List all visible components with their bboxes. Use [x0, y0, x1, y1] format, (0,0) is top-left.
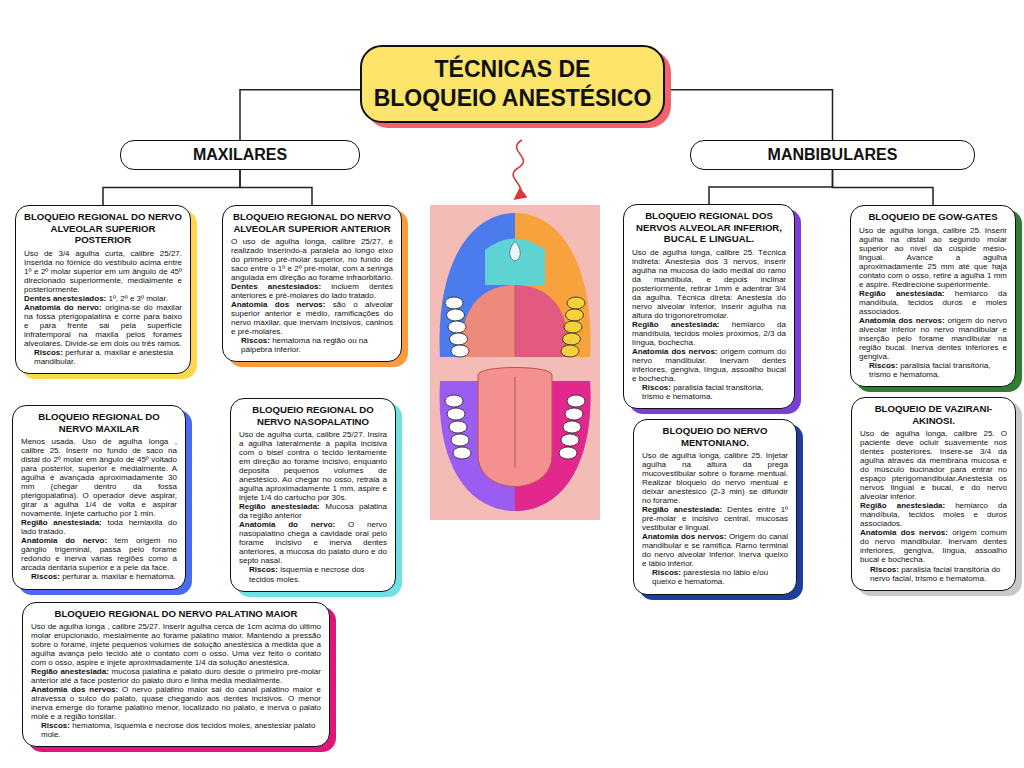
tooth [450, 333, 468, 345]
body-text: Riscos: hematoma, isquemia e necrose dos… [31, 721, 321, 739]
body-text: Uso de 3/4 agulha curta, calibre 25/27. … [24, 249, 182, 294]
body-text: Anatomia do nervo: O nervo nasopalatino … [239, 520, 387, 565]
tooth [451, 434, 469, 446]
technique-card: BLOQUEIO REGIONAL DO NERVO ALVEOLAR SUPE… [222, 205, 402, 362]
body-text: Anatomia dos nervos: Origem do canal man… [642, 532, 788, 568]
body-text: Riscos: perfurar a. maxilar e anestesia … [24, 348, 182, 366]
body-text: Uso de agulha longa, calibre 25. Injetar… [642, 451, 788, 505]
body-text: Uso de agulha longa , calibre 25/27. Ins… [31, 622, 321, 667]
tooth [563, 333, 581, 345]
body-text: Anatomia dos nervos: O nervo palatino ma… [31, 685, 321, 721]
body-text: Dentes anestesiados: incluem dentes ante… [231, 282, 393, 300]
body-text: Riscos: paralisia facial transitória, tr… [859, 361, 1007, 379]
tooth [566, 309, 584, 321]
tooth [561, 345, 579, 357]
body-text: Região anestesiada: hemiarco da mandíbul… [859, 289, 1007, 316]
heading-text: TÉCNICAS DE BLOQUEIO ANESTÉSICO [372, 55, 653, 113]
technique-card: BLOQUEIO REGIONAL DO NERVO PALATINO MAIO… [22, 602, 330, 748]
body-text: Riscos: paralisia facial transitória do … [860, 565, 1007, 583]
body-text: Região anestesiada: hemiarco da mandíbul… [632, 320, 786, 347]
technique-card: BLOQUEIO DO NERVO MENTONIANO. Uso de agul… [633, 419, 797, 594]
tooth [448, 321, 466, 333]
tooth [447, 309, 465, 321]
body-text: Riscos: perfurar a. maxilar e hematoma. [21, 572, 177, 581]
body-text: Dentes anestesiados: 1º, 2º e 3º molar. [24, 294, 182, 303]
heading-text: MAXILARES [126, 146, 354, 164]
tooth [445, 297, 463, 309]
body-text: Menos usada. Uso de agulha longa , calib… [21, 437, 177, 518]
heading-text: BLOQUEIO DE GOW-GATES [859, 211, 1007, 223]
heading-text: BLOQUEIO REGIONAL DOS NERVOS ALVEOLAR IN… [632, 210, 786, 245]
tooth [453, 447, 471, 459]
heading-text: BLOQUEIO DE VAZIRANI-AKINOSI. [860, 403, 1007, 426]
connector-line [240, 170, 312, 205]
category-box: MANBIBULARES [690, 140, 975, 170]
heading-text: MANBIBULARES [696, 146, 969, 164]
body-text: Anatomia dos nervos: são o alveolar supe… [231, 300, 393, 336]
body-text: Uso de agulha longa, calibre 25. O pacie… [860, 429, 1007, 501]
body-text: Região anestesiada: hemiarco da mandíbul… [860, 501, 1007, 528]
body-text: Anatomia dos nervos: origem comum do ner… [632, 347, 786, 383]
heading-text: BLOQUEIO REGIONAL DO NERVO ALVEOLAR SUPE… [24, 211, 182, 246]
tooth [451, 345, 469, 357]
body-text: Uso de agulha longa, calibre 25. Inserir… [859, 226, 1007, 289]
tooth [559, 447, 577, 459]
body-text: Riscos: paralisia facial transitória, tr… [632, 383, 786, 401]
body-text: Riscos: isquemia e necrose dos tecidos m… [239, 565, 387, 583]
tooth [447, 408, 465, 420]
tooth [445, 395, 463, 407]
body-text: Região anestesiada: mucosa palatina e pa… [31, 667, 321, 685]
technique-card: BLOQUEIO REGIONAL DO NERVO MAXILAR Menos … [12, 405, 186, 590]
body-text: Uso de agulha curta, calibre 25/27. Insi… [239, 430, 387, 502]
heading-text: BLOQUEIO REGIONAL DO NERVO MAXILAR [21, 411, 177, 434]
technique-card: BLOQUEIO REGIONAL DO NERVO NASOPALATINO U… [230, 398, 396, 592]
connector-line [665, 90, 833, 140]
tooth [565, 408, 583, 420]
mouth-illustration [430, 205, 600, 520]
technique-card: BLOQUEIO DE GOW-GATES Uso de agulha longa… [850, 205, 1016, 387]
body-text: Anatomia dos nervos: origem do nervo alv… [859, 316, 1007, 361]
heading-text: BLOQUEIO DO NERVO MENTONIANO. [642, 425, 788, 448]
body-text: Anatomia dos nervos: origem comum do ner… [860, 528, 1007, 564]
body-text: Uso de agulha longa, calibre 25. Técnica… [632, 248, 786, 320]
category-box: MAXILARES [120, 140, 360, 170]
heading-text: BLOQUEIO REGIONAL DO NERVO PALATINO MAIO… [31, 608, 321, 620]
body-text: Região anestesiada: toda hemiaxila do la… [21, 518, 177, 536]
connector-line [240, 90, 360, 140]
connector-line [103, 170, 240, 205]
pointer-arrow [513, 140, 523, 198]
heading-text: BLOQUEIO REGIONAL DO NERVO NASOPALATINO [239, 404, 387, 427]
connector-line [709, 170, 833, 204]
title-box: TÉCNICAS DE BLOQUEIO ANESTÉSICO [360, 45, 665, 123]
heading-text: BLOQUEIO REGIONAL DO NERVO ALVEOLAR SUPE… [231, 211, 393, 234]
tooth [449, 421, 467, 433]
technique-card: BLOQUEIO REGIONAL DO NERVO ALVEOLAR SUPE… [15, 205, 191, 374]
technique-card: BLOQUEIO REGIONAL DOS NERVOS ALVEOLAR IN… [623, 204, 795, 409]
body-text: Riscos: hematoma na região ou na pálpebr… [231, 336, 393, 354]
body-text: Anatomia do nervo: origina-se do maxilar… [24, 303, 182, 348]
body-text: Anatomia do nervo: tem origem no gânglio… [21, 536, 177, 572]
body-text: Região anestesiada: Dentes entre 1º pré-… [642, 505, 788, 532]
tooth [567, 297, 585, 309]
body-text: Região anestesiada: Mucosa palatina da r… [239, 502, 387, 520]
tooth [561, 434, 579, 446]
body-text: O uso de agulha longa, calibre 25/27, é … [231, 237, 393, 282]
tooth [567, 395, 585, 407]
tooth [563, 421, 581, 433]
tooth [564, 321, 582, 333]
technique-card: BLOQUEIO DE VAZIRANI-AKINOSI. Uso de agul… [851, 397, 1016, 591]
body-text: Riscos: parestesia no lábio e/ou queixo … [642, 568, 788, 586]
connector-line [833, 170, 934, 205]
